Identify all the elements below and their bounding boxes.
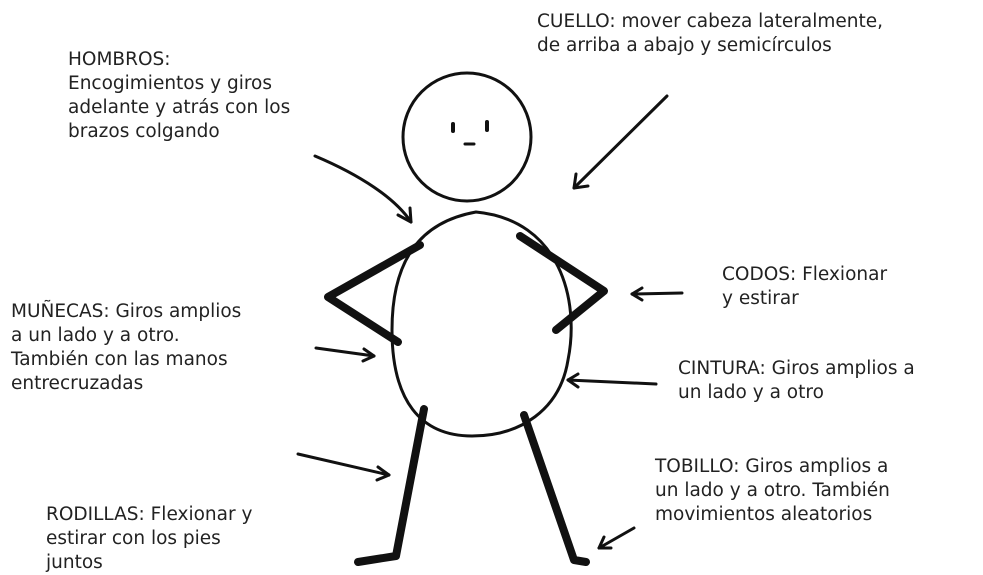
arrow-tobillo	[597, 526, 636, 550]
left-arm	[324, 241, 424, 346]
arrow-cintura	[566, 372, 658, 389]
right-leg	[520, 411, 590, 566]
arrow-codos	[630, 286, 684, 302]
arrow-hombros	[313, 154, 413, 224]
arrow-cuello	[572, 94, 669, 190]
label-hombros: HOMBROS: Encogimientos y giros adelante …	[68, 49, 291, 142]
arrow-munecas	[314, 346, 376, 363]
right-arm	[516, 232, 608, 334]
label-cuello: CUELLO: mover cabeza lateralmente, de ar…	[537, 11, 884, 56]
left-leg	[354, 405, 428, 566]
label-codos: CODOS: Flexionar y estirar	[722, 264, 888, 309]
head	[401, 71, 533, 203]
torso	[390, 210, 573, 438]
arrow-rodillas	[296, 452, 391, 482]
label-munecas: MUÑECAS: Giros amplios a un lado y a otr…	[11, 301, 242, 394]
label-tobillo: TOBILLO: Giros amplios a un lado y a otr…	[655, 456, 890, 525]
label-rodillas: RODILLAS: Flexionar y estirar con los pi…	[46, 504, 253, 573]
label-cintura: CINTURA: Giros amplios a un lado y a otr…	[678, 358, 915, 403]
